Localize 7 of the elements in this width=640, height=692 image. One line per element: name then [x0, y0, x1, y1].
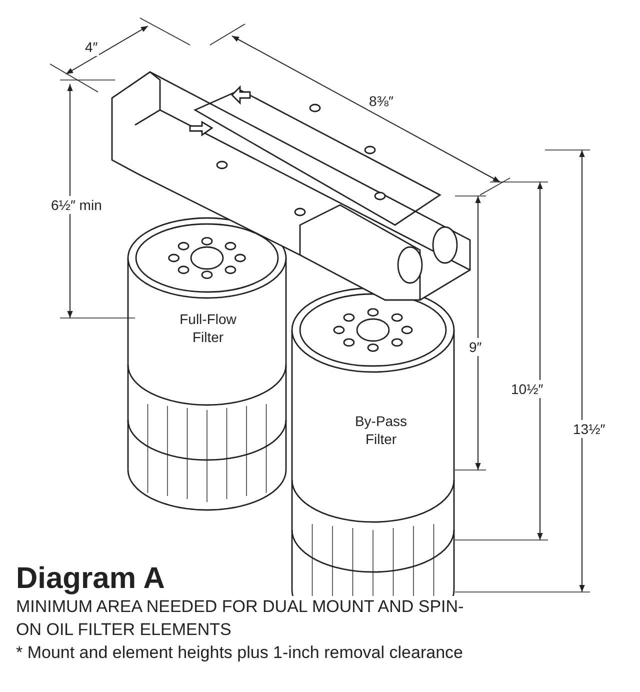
filter-label: Full-Flow Filter	[178, 310, 238, 346]
dimension-label: 9″	[468, 338, 483, 356]
dimension-label: 13½″	[572, 420, 606, 438]
diagram-title: Diagram A	[15, 562, 166, 595]
dimension-label: 10½″	[510, 380, 544, 398]
filter-label: By-Pass Filter	[354, 412, 408, 448]
dimension-label: 6½″ min	[50, 196, 103, 214]
